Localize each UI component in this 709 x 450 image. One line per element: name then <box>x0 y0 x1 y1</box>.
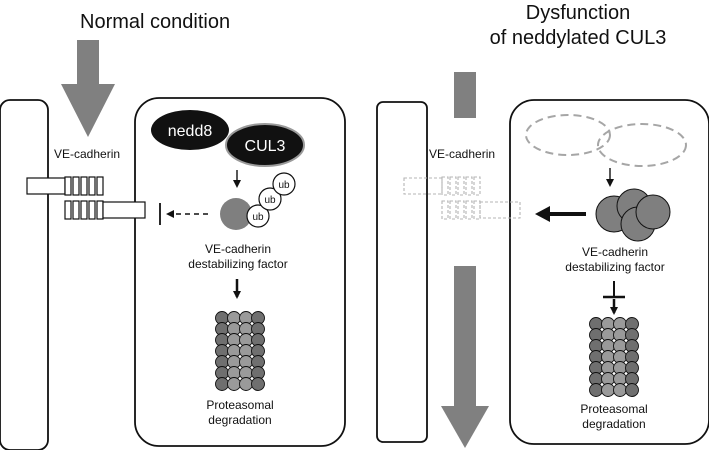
right-factor-label-2: destabilizing factor <box>565 260 664 274</box>
right-title-line1: Dysfunction <box>526 2 631 24</box>
proteasome-subunit <box>613 383 627 397</box>
right-vecadherin-label: VE-cadherin <box>429 147 495 161</box>
ub-label-2: ub <box>264 195 276 206</box>
left-vecadherin-junction <box>26 176 146 220</box>
ub-label-1: ub <box>252 212 264 223</box>
ub-circle-3 <box>272 172 296 196</box>
right-factor-label-1: VE-cadherin <box>582 245 648 259</box>
left-vecadherin-label: VE-cadherin <box>54 147 120 161</box>
left-neighbor-cell <box>0 99 49 450</box>
ub-label-3: ub <box>278 180 290 191</box>
right-fate-label-1: Proteasomal <box>580 402 647 416</box>
right-cul3-absent <box>597 123 687 167</box>
right-proteasome <box>589 317 639 397</box>
proteasome-subunit <box>227 377 241 391</box>
right-fate-label-2: degradation <box>582 417 645 431</box>
proteasome-subunit <box>251 377 265 391</box>
ub-circle-2 <box>258 187 282 211</box>
right-title-line2: of neddylated CUL3 <box>490 27 667 49</box>
proteasome-subunit <box>601 383 615 397</box>
left-proteasome <box>215 311 265 391</box>
cul3-label: CUL3 <box>245 138 286 155</box>
right-gap-mask <box>430 118 510 266</box>
proteasome-subunit <box>215 377 229 391</box>
left-factor-label-2: destabilizing factor <box>188 257 287 271</box>
proteasome-subunit <box>589 383 603 397</box>
nedd8-label: nedd8 <box>168 123 213 140</box>
nedd8-oval <box>151 110 229 150</box>
right-vecadherin-junction-lost <box>403 176 521 220</box>
cul3-oval <box>225 123 305 167</box>
right-solid-arrow-head <box>535 206 550 222</box>
right-endothelial-cell <box>509 99 709 445</box>
left-fate-label-1: Proteasomal <box>206 398 273 412</box>
proteasome-subunit <box>239 377 253 391</box>
right-signal-arrow-head <box>441 406 489 448</box>
ub-circle-1 <box>246 204 270 228</box>
proteasome-subunit <box>625 383 639 397</box>
left-factor-label-1: VE-cadherin <box>205 242 271 256</box>
left-signal-arrow <box>61 40 115 137</box>
right-factor-cluster-3 <box>635 194 671 230</box>
left-fate-label-2: degradation <box>208 413 271 427</box>
left-factor-circle <box>220 198 252 230</box>
right-neighbor-cell <box>376 101 428 443</box>
left-title: Normal condition <box>80 11 230 33</box>
right-nedd8-absent <box>525 114 611 156</box>
